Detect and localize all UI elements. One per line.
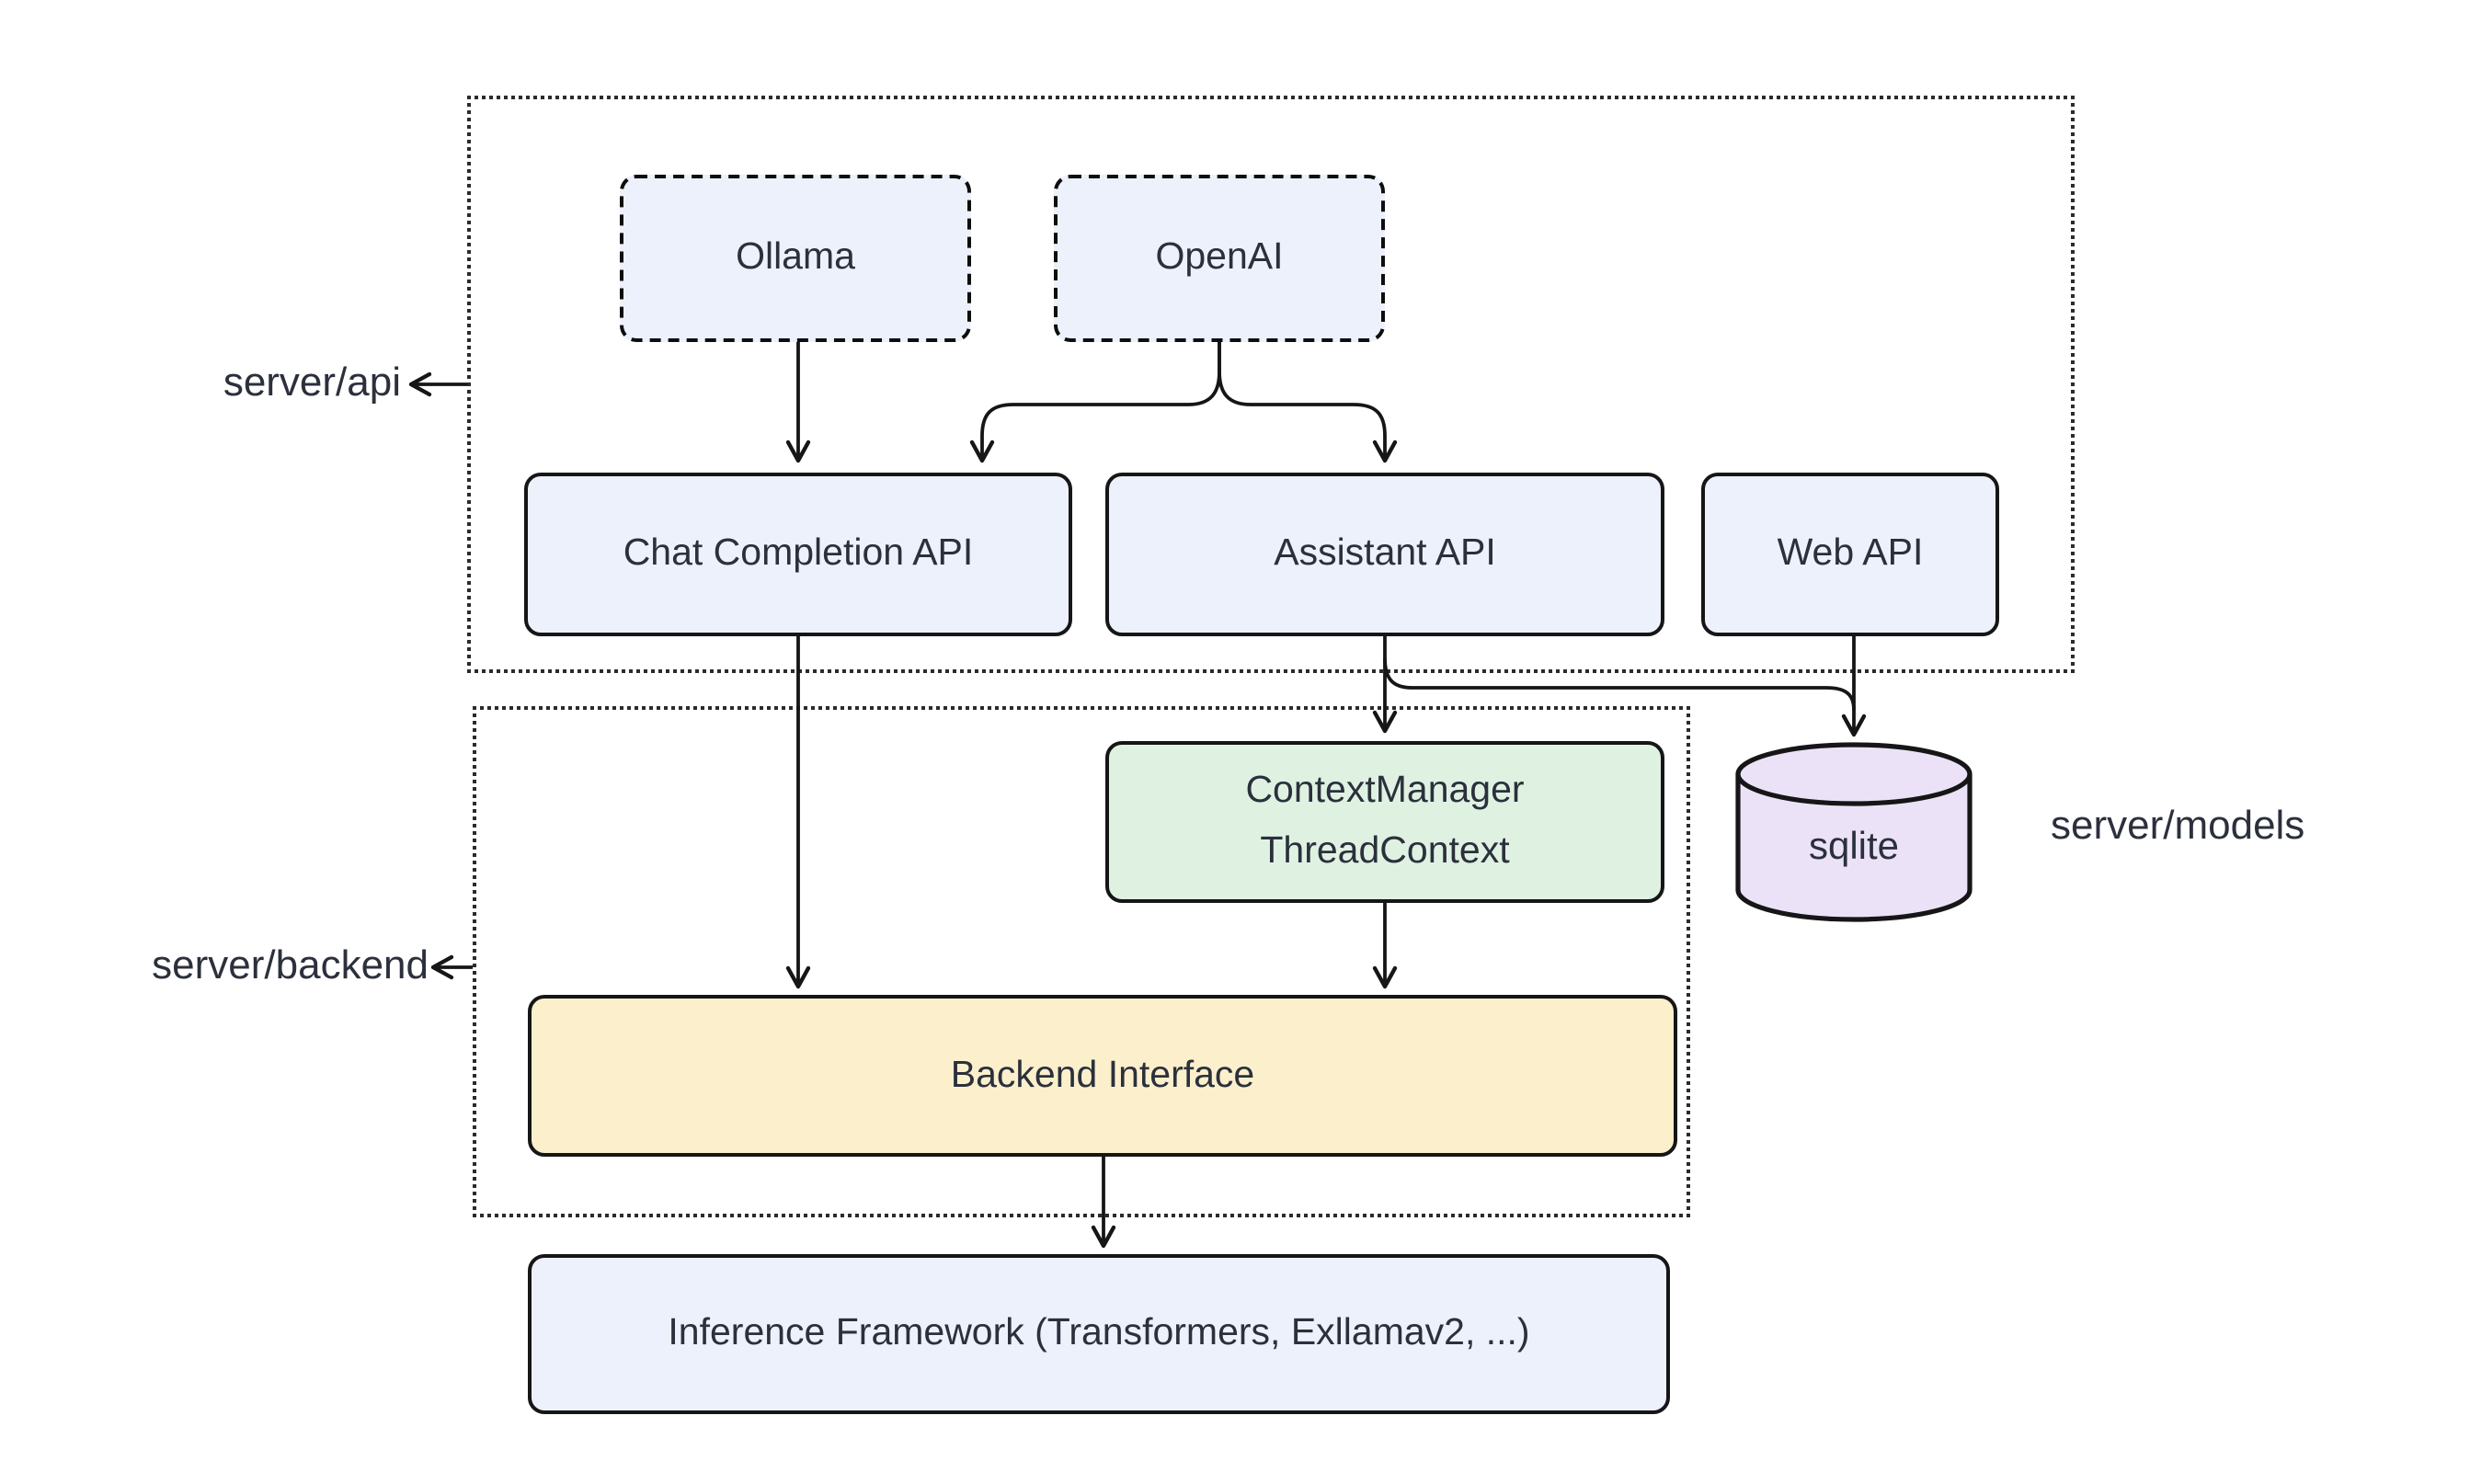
server-backend-label: server/backend bbox=[152, 942, 429, 987]
node-chat-completion-api-label: Chat Completion API bbox=[623, 531, 974, 575]
node-ollama: Ollama bbox=[620, 175, 971, 342]
node-backend-interface-label: Backend Interface bbox=[950, 1053, 1255, 1096]
server-api-group bbox=[467, 96, 2075, 673]
node-inference-framework-label: Inference Framework (Transformers, Exlla… bbox=[668, 1311, 1530, 1354]
server-models-label: server/models bbox=[2051, 802, 2305, 848]
node-context-manager: ContextManager ThreadContext bbox=[1105, 741, 1664, 903]
node-openai-label: OpenAI bbox=[1155, 235, 1284, 279]
server-api-label: server/api bbox=[223, 359, 401, 405]
node-chat-completion-api: Chat Completion API bbox=[524, 473, 1072, 636]
server-backend-group bbox=[473, 706, 1690, 1217]
node-inference-framework: Inference Framework (Transformers, Exlla… bbox=[528, 1254, 1670, 1414]
node-ollama-label: Ollama bbox=[736, 235, 855, 279]
node-assistant-api: Assistant API bbox=[1105, 473, 1664, 636]
node-assistant-api-label: Assistant API bbox=[1274, 531, 1496, 575]
node-context-manager-line1: ContextManager bbox=[1245, 769, 1525, 812]
node-context-manager-line2: ThreadContext bbox=[1260, 829, 1510, 872]
node-web-api-label: Web API bbox=[1777, 531, 1924, 575]
sqlite-label: sqlite bbox=[1808, 826, 1900, 868]
node-openai: OpenAI bbox=[1054, 175, 1385, 342]
node-backend-interface: Backend Interface bbox=[528, 995, 1677, 1157]
node-web-api: Web API bbox=[1701, 473, 1999, 636]
